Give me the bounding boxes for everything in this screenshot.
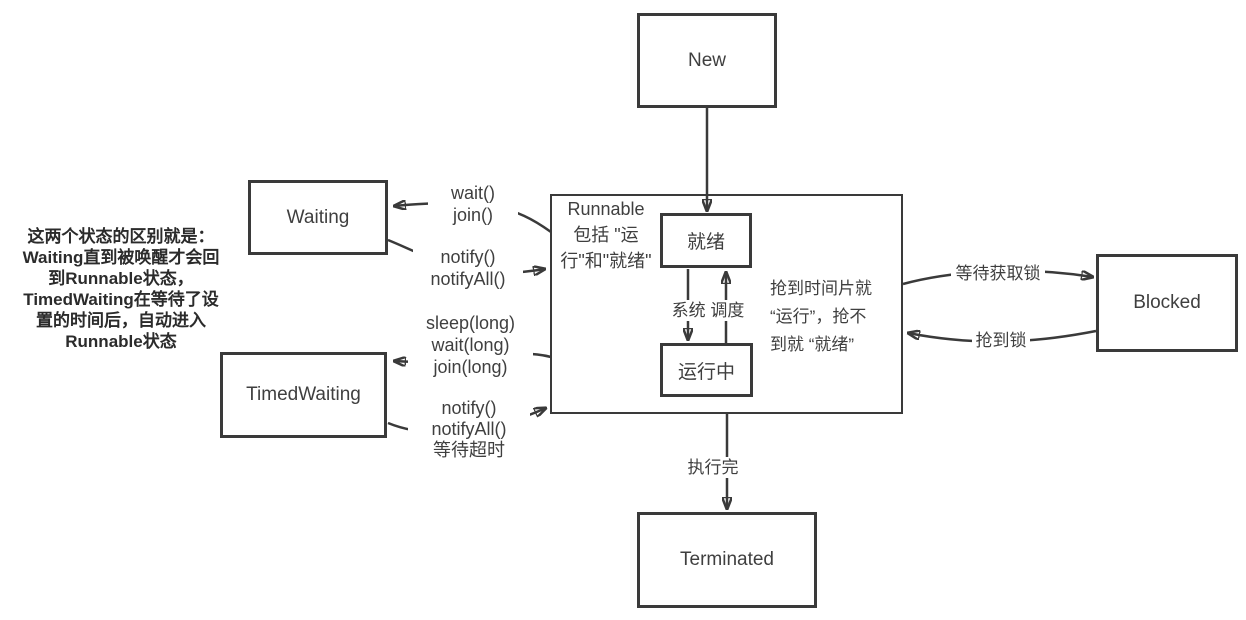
runnable-title: Runnable 包括 "运 行"和"就绪"	[560, 199, 652, 271]
edge-label-scheduler: 系统 调度	[666, 300, 750, 321]
state-label-ready: 就绪	[686, 232, 725, 253]
state-box-timed-waiting: TimedWaiting	[220, 352, 387, 438]
side-note: 这两个状态的区别就是： Waiting直到被唤醒才会回 到Runnable状态，…	[22, 227, 220, 351]
state-label-blocked: Blocked	[1133, 292, 1201, 313]
state-box-running: 运行中	[660, 343, 753, 397]
edge-label-finish: 执行完	[685, 457, 741, 478]
state-box-terminated: Terminated	[637, 512, 817, 608]
edge-label-notify-from-waiting: notify() notifyAll()	[413, 246, 523, 290]
state-label-terminated: Terminated	[680, 549, 774, 570]
edge-label-notify-timeout: notify() notifyAll() 等待超时	[408, 398, 530, 461]
edge-label-timed-methods: sleep(long) wait(long) join(long)	[408, 312, 533, 378]
edge-label-acquire-lock: 等待获取锁	[951, 263, 1045, 284]
state-box-waiting: Waiting	[248, 180, 388, 255]
state-label-timed-waiting: TimedWaiting	[246, 384, 361, 405]
state-label-waiting: Waiting	[286, 206, 350, 228]
state-box-blocked: Blocked	[1096, 254, 1238, 352]
edge-label-wait-join: wait() join()	[428, 182, 518, 226]
state-box-ready: 就绪	[660, 213, 752, 268]
timeslice-note: 抢到时间片就 “运行”，抢不 到就 “就绪”	[770, 279, 872, 354]
state-label-new: New	[687, 49, 726, 71]
state-label-running: 运行中	[677, 361, 735, 383]
state-box-new: New	[637, 13, 777, 108]
edge-label-got-lock: 抢到锁	[972, 330, 1030, 351]
